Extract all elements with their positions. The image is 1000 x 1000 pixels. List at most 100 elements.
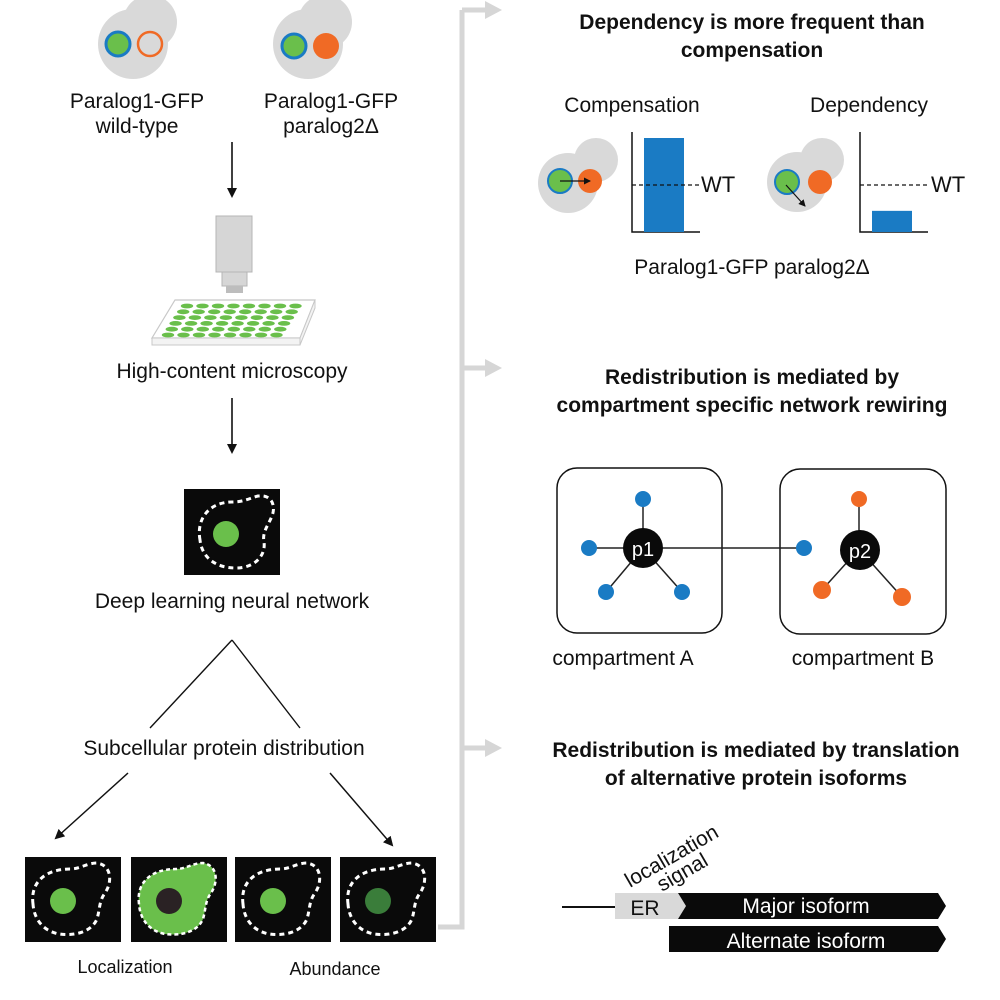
well	[177, 332, 190, 338]
well	[242, 303, 256, 309]
well	[188, 315, 202, 320]
well	[281, 315, 295, 320]
panel3-title-1: Redistribution is mediated by translatio…	[552, 739, 959, 762]
orange-node	[813, 581, 831, 599]
microscopy-label: High-content microscopy	[116, 360, 348, 383]
panel-network: Redistribution is mediated by compartmen…	[552, 366, 947, 670]
bottom-cell-images	[25, 857, 436, 942]
well	[212, 326, 225, 332]
plate-wells	[161, 303, 302, 338]
strain-del-label-2: paralog2Δ	[283, 115, 379, 138]
hub-p1-label: p1	[632, 539, 654, 561]
well	[173, 315, 186, 320]
distribution-label: Subcellular protein distribution	[83, 737, 364, 760]
orange-node	[893, 588, 911, 606]
panel2-title-2: compartment specific network rewiring	[557, 394, 948, 417]
well	[235, 315, 248, 320]
well	[227, 303, 240, 309]
panel3-title-2: of alternative protein isoforms	[605, 767, 907, 790]
compensation-bar-chart	[631, 132, 700, 233]
well	[223, 332, 237, 338]
well	[181, 326, 194, 332]
gfp-nucleus	[365, 888, 391, 914]
well	[192, 309, 205, 315]
well	[184, 321, 198, 326]
blue-node	[674, 584, 690, 600]
compartment-a-label: compartment A	[552, 647, 693, 670]
well	[227, 326, 240, 332]
wt-label-compensation: WT	[701, 172, 735, 197]
well	[239, 309, 252, 315]
strain-deletion: Paralog1-GFP paralog2Δ	[264, 0, 398, 138]
well	[285, 309, 298, 315]
connector-arrow-2	[485, 359, 502, 377]
blue-node	[635, 491, 651, 507]
well	[208, 309, 221, 315]
er-signal-segment	[615, 893, 686, 919]
well	[270, 332, 283, 338]
well	[192, 332, 206, 338]
well	[254, 309, 267, 315]
compartment-a-box	[556, 467, 723, 634]
well	[258, 303, 271, 309]
well	[223, 309, 236, 315]
well	[196, 303, 209, 309]
strain-wt-label-1: Paralog1-GFP	[70, 90, 204, 113]
well	[262, 321, 275, 326]
compartment-b-label: compartment B	[792, 647, 934, 670]
well	[169, 321, 182, 326]
microscope-icon	[215, 215, 253, 293]
paralog1-gfp-nucleus	[280, 32, 308, 60]
strain-del-label-1: Paralog1-GFP	[264, 90, 398, 113]
strain-wt-label-2: wild-type	[95, 115, 179, 138]
well	[270, 309, 283, 315]
strain-wild-type: Paralog1-GFP wild-type	[70, 0, 204, 138]
connector-arrow-3	[485, 739, 502, 757]
well	[196, 326, 209, 332]
panel1-title-1: Dependency is more frequent than	[579, 11, 924, 34]
tree-line-left	[149, 639, 233, 729]
gray-connector	[438, 1, 502, 930]
cell-image-nn	[184, 489, 280, 575]
well	[215, 321, 229, 326]
compensation-cell-icon	[538, 138, 618, 213]
paralog2-filled	[313, 33, 339, 59]
well	[211, 303, 225, 309]
well	[274, 326, 287, 332]
panel2-title-1: Redistribution is mediated by	[605, 366, 899, 389]
blue-node	[581, 540, 597, 556]
major-isoform-label: Major isoform	[742, 895, 869, 918]
hub-p2-label: p2	[849, 541, 871, 563]
panel1-strain-label: Paralog1-GFP paralog2Δ	[634, 256, 869, 279]
well	[239, 332, 252, 338]
dark-nucleus	[156, 888, 182, 914]
compensation-label: Compensation	[564, 94, 699, 117]
well	[231, 321, 244, 326]
wt-label-dependency: WT	[931, 172, 965, 197]
cell-image-3	[235, 857, 331, 942]
blue-node	[598, 584, 614, 600]
tree-line-right	[231, 639, 301, 729]
dependency-cell-icon	[767, 138, 844, 212]
well-plate-icon	[150, 299, 316, 346]
yeast-cell-icon	[98, 0, 177, 79]
well	[289, 303, 302, 309]
arrow-abundance	[329, 772, 394, 847]
arrow-localization	[54, 772, 129, 840]
cell-image-4	[340, 857, 436, 942]
well	[258, 326, 271, 332]
localization-label: Localization	[77, 957, 172, 977]
well	[250, 315, 264, 320]
well	[208, 332, 221, 338]
well	[161, 332, 175, 338]
well	[204, 315, 217, 320]
well	[180, 303, 194, 309]
dependency-label: Dependency	[810, 94, 928, 117]
well	[254, 332, 268, 338]
blue-node	[796, 540, 812, 556]
panel-isoforms: Redistribution is mediated by translatio…	[552, 739, 959, 953]
nn-label: Deep learning neural network	[95, 590, 370, 613]
gfp-nucleus	[260, 888, 286, 914]
paralog2-empty	[136, 30, 164, 58]
